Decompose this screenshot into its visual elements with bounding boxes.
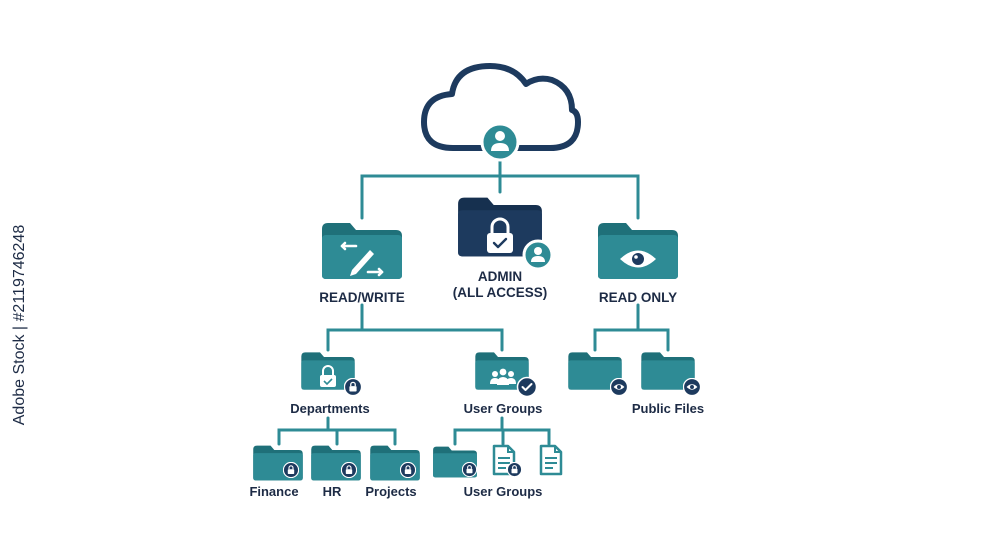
user-groups-leaf-label: User Groups (464, 484, 543, 499)
read-write-label: READ/WRITE (319, 290, 405, 305)
public-files-folder-2 (641, 352, 701, 396)
stock-id-text: Adobe Stock | #2119746248 (11, 224, 28, 426)
lock-badge-icon (344, 378, 362, 396)
user-groups-folder (475, 352, 538, 398)
admin-user-badge-icon (522, 239, 554, 271)
eye-icon (620, 250, 656, 268)
user-groups-label: User Groups (464, 401, 543, 416)
edit-arrows-icon (340, 241, 384, 277)
eye-badge-icon (683, 378, 701, 396)
check-badge-icon (516, 376, 538, 398)
hr-label: HR (323, 484, 342, 499)
lock-icon (320, 365, 336, 387)
admin-folder (458, 197, 554, 271)
read-only-label: READ ONLY (599, 290, 677, 305)
read-only-folder (598, 223, 678, 279)
admin-sublabel: (ALL ACCESS) (453, 285, 548, 300)
finance-folder (253, 445, 303, 481)
connector-lines (277, 158, 670, 446)
projects-folder (370, 445, 420, 481)
cloud-user-icon (421, 63, 581, 162)
finance-label: Finance (249, 484, 298, 499)
user-groups-leaf-folder (433, 446, 477, 478)
lock-badge-icon (283, 462, 299, 478)
lock-badge-icon (400, 462, 416, 478)
hr-folder (311, 445, 361, 481)
projects-label: Projects (365, 484, 416, 499)
lock-badge-icon (341, 462, 357, 478)
read-write-folder (322, 223, 402, 279)
public-files-label: Public Files (632, 401, 704, 416)
document-icon (539, 444, 563, 476)
lock-badge-icon (462, 462, 477, 477)
lock-check-icon (487, 217, 513, 253)
departments-folder (301, 352, 362, 396)
people-icon (490, 368, 516, 385)
admin-label: ADMIN (478, 269, 522, 284)
departments-label: Departments (290, 401, 369, 416)
document-locked-icon (492, 444, 522, 477)
eye-badge-icon (610, 378, 628, 396)
public-files-folder-1 (568, 352, 628, 396)
